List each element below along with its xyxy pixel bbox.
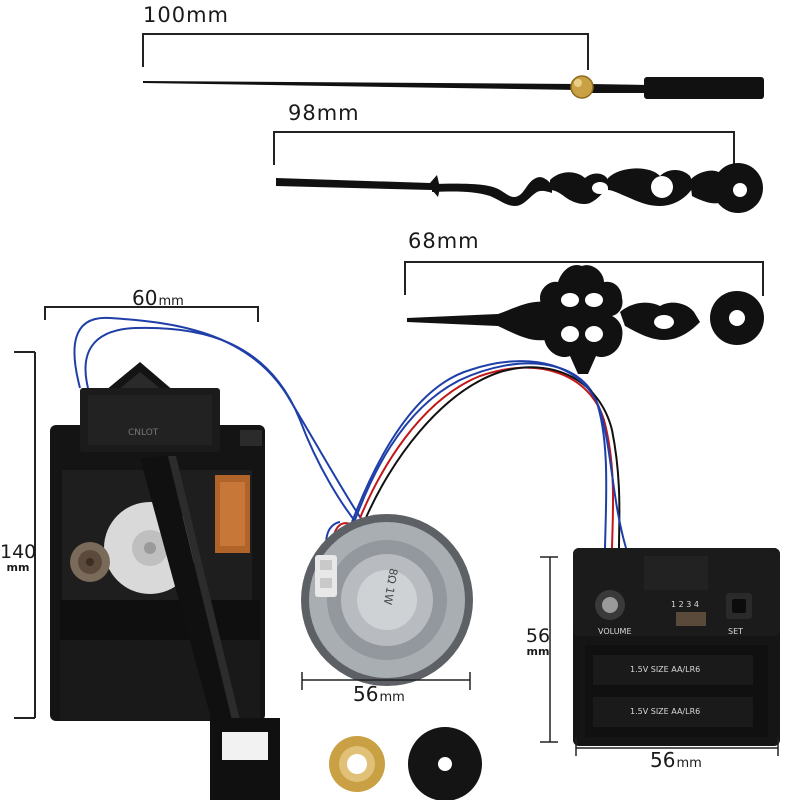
movement-brand-label: CNLOT (128, 428, 159, 438)
hand-short-length-label: 68mm (408, 229, 480, 253)
second-hand-counterweight (644, 77, 764, 99)
module-height-value: 56 (525, 625, 551, 647)
movement-width-label: 60mm (132, 286, 184, 310)
movement-width-unit: mm (158, 294, 184, 309)
battery-slot-1 (593, 655, 753, 685)
dimension-bracket-module-height (540, 556, 558, 743)
movement-height-value: 140 (0, 541, 37, 563)
second-hand (143, 75, 764, 99)
speaker-diameter-value: 56 (353, 682, 379, 706)
volume-label: VOLUME (598, 627, 632, 636)
minute-hand-bore (733, 183, 747, 197)
hour-hand (407, 264, 764, 374)
rubber-washer (408, 727, 482, 800)
battery-slot-2 (593, 697, 753, 727)
set-label: SET (728, 627, 744, 636)
dimension-bracket-movement-width (44, 306, 259, 322)
battery-2-label: 1.5V SIZE AA/LR6 (630, 707, 701, 716)
minute-hand (276, 163, 763, 213)
movement-width-value: 60 (132, 286, 158, 310)
speaker-diameter-unit: mm (379, 690, 405, 705)
brass-washer (329, 736, 385, 792)
control-module (573, 548, 780, 746)
module-width-label: 56mm (650, 748, 702, 772)
movement-height-unit: mm (6, 561, 30, 574)
hand-long-length-label: 100mm (143, 3, 229, 27)
dimension-bracket-movement-height (14, 351, 36, 719)
switch-numbers-label: 1 2 3 4 (671, 600, 699, 609)
dimension-bracket-hand-short (404, 261, 764, 296)
dimension-bracket-speaker (301, 672, 471, 690)
dimension-bracket-hand-long (142, 33, 589, 70)
module-width-value: 56 (650, 748, 676, 772)
hour-hand-bore (729, 310, 745, 326)
pendulum-rod (140, 456, 232, 722)
dimension-bracket-hand-medium (273, 131, 735, 168)
brass-hub (570, 75, 594, 99)
speaker-diameter-label: 56mm (353, 682, 405, 706)
module-height-unit: mm (526, 645, 550, 658)
hand-medium-length-label: 98mm (288, 101, 360, 125)
dip-switch (676, 612, 706, 626)
battery-1-label: 1.5V SIZE AA/LR6 (630, 665, 701, 674)
module-width-unit: mm (676, 756, 702, 771)
speaker (301, 514, 473, 686)
dimension-bracket-module-width (575, 738, 779, 756)
clock-movement (50, 362, 280, 800)
